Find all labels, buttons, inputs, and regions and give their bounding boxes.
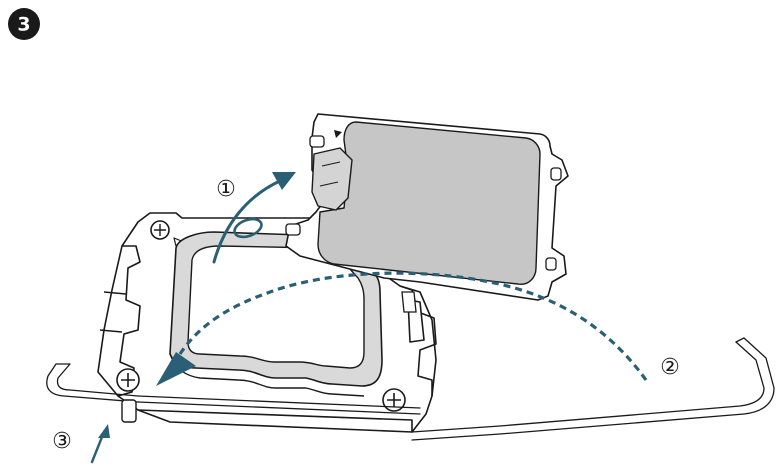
step-number: 3 <box>17 14 30 36</box>
plate-hinge <box>401 291 417 313</box>
screw-bottom-left <box>116 368 140 392</box>
callout-2: ② <box>660 355 680 380</box>
callout-1: ① <box>216 177 236 202</box>
retention-lever <box>46 337 775 441</box>
lift-arrow <box>212 172 296 264</box>
lever-arrow <box>90 424 110 464</box>
step-badge: 3 <box>8 8 40 40</box>
screw-bottom-right <box>382 388 406 412</box>
lever-clip <box>121 399 137 423</box>
callout-3: ③ <box>52 429 72 454</box>
socket-cap-plate <box>285 113 569 301</box>
screw-top-left <box>150 220 170 240</box>
close-arrow-dashed <box>156 271 648 386</box>
load-plate-window <box>169 231 383 397</box>
